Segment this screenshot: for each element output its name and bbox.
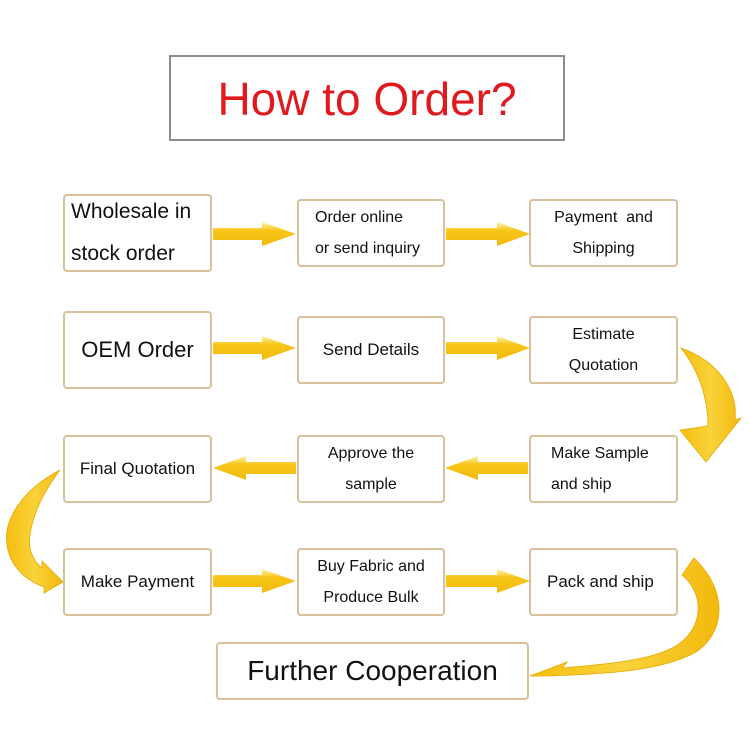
approve-sample-line-2: sample	[345, 476, 397, 493]
wholesale-order-line-1: Wholesale in	[71, 200, 192, 223]
payment-shipping-box: Payment and Shipping	[529, 199, 678, 267]
wholesale-order-box: Wholesale in stock order	[63, 194, 212, 272]
arrow-left-icon	[445, 456, 528, 480]
arrow-right-icon	[213, 222, 296, 246]
make-payment-label: Make Payment	[80, 572, 195, 591]
arrow-right-icon	[213, 336, 296, 360]
make-sample-box: Make Sample and ship	[529, 435, 678, 503]
send-details-label: Send Details	[322, 340, 420, 359]
arrow-right-icon	[446, 569, 530, 593]
final-quotation-box: Final Quotation	[63, 435, 212, 503]
payment-shipping-line-1: Payment and	[554, 209, 653, 226]
estimate-quotation-box: Estimate Quotation	[529, 316, 678, 384]
final-quotation-label: Final Quotation	[79, 459, 196, 478]
arrow-right-icon	[446, 336, 530, 360]
order-online-line-2: or send inquiry	[315, 240, 420, 257]
send-details-box: Send Details	[297, 316, 445, 384]
curved-arrow-icon	[6, 469, 64, 594]
buy-fabric-line-1: Buy Fabric and	[317, 558, 425, 575]
pack-ship-label: Pack and ship	[547, 572, 654, 591]
curved-arrow-icon	[679, 347, 743, 463]
arrow-left-icon	[213, 456, 296, 480]
buy-fabric-line-2: Produce Bulk	[323, 589, 419, 606]
arrow-right-icon	[446, 222, 530, 246]
buy-fabric-box: Buy Fabric and Produce Bulk	[297, 548, 445, 616]
wholesale-order-line-2: stock order	[71, 242, 175, 265]
estimate-quotation-line-1: Estimate	[572, 326, 635, 343]
approve-sample-line-1: Approve the	[327, 445, 415, 462]
title-box: How to Order?	[169, 55, 565, 141]
approve-sample-box: Approve the sample	[297, 435, 445, 503]
further-cooperation-label: Further Cooperation	[247, 655, 498, 686]
arrow-right-icon	[213, 569, 296, 593]
estimate-quotation-line-2: Quotation	[568, 357, 639, 374]
oem-order-box: OEM Order	[63, 311, 212, 389]
order-online-box: Order online or send inquiry	[297, 199, 445, 267]
pack-ship-box: Pack and ship	[529, 548, 678, 616]
further-cooperation-box: Further Cooperation	[216, 642, 529, 700]
curved-arrow-icon	[529, 557, 720, 677]
make-sample-line-2: and ship	[551, 476, 612, 493]
page-title: How to Order?	[217, 73, 517, 125]
oem-order-label: OEM Order	[81, 337, 194, 362]
payment-shipping-line-2: Shipping	[572, 240, 635, 257]
make-payment-box: Make Payment	[63, 548, 212, 616]
make-sample-line-1: Make Sample	[551, 445, 649, 462]
order-online-line-1: Order online	[315, 209, 404, 226]
